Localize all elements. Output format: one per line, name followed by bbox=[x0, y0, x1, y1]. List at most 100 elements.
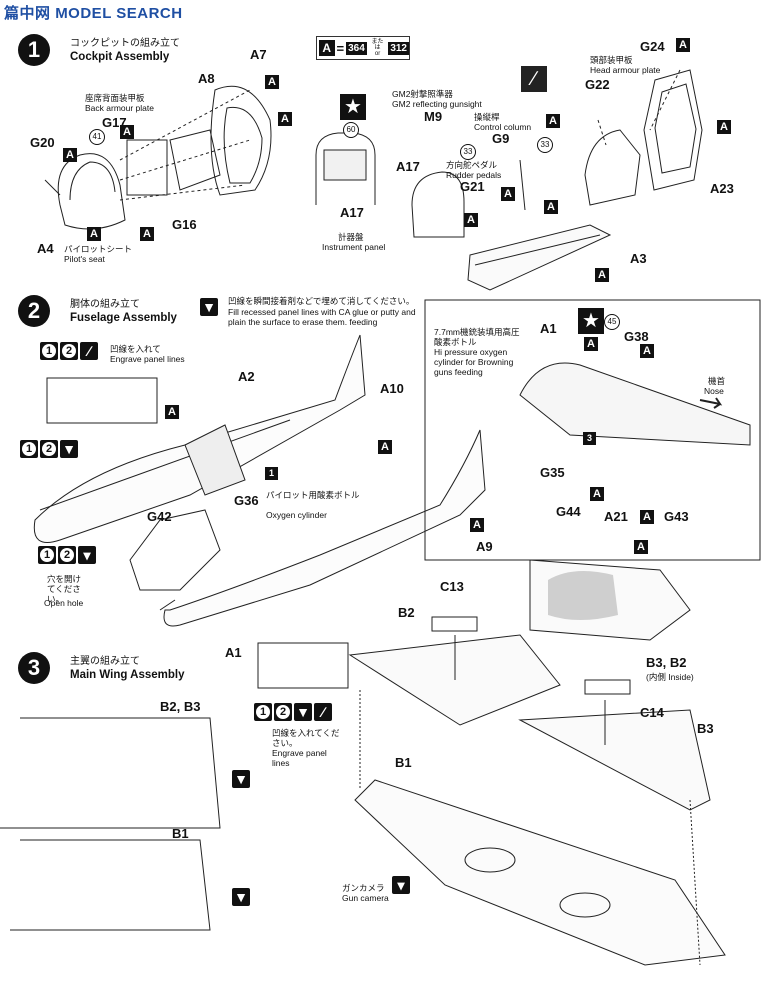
color-badge-A: A bbox=[120, 125, 134, 139]
color-badge-A: A bbox=[470, 518, 484, 532]
control-jp: 操縦桿 bbox=[474, 112, 500, 122]
color-ref-41: 41 bbox=[89, 129, 105, 145]
rudder-en: Rudder pedals bbox=[446, 170, 502, 180]
part-B2-B3-left: B2, B3 bbox=[160, 699, 201, 714]
step-icons-engrave: 1 2 ∕ bbox=[40, 342, 98, 360]
part-G44: G44 bbox=[556, 504, 581, 519]
seat-jp: パイロットシート bbox=[64, 244, 133, 254]
legend-letter: A bbox=[319, 40, 335, 56]
part-B1: B1 bbox=[395, 755, 412, 770]
part-A9: A9 bbox=[476, 539, 493, 554]
step-number-1: 1 bbox=[18, 34, 50, 66]
color-badge-A: A bbox=[584, 337, 598, 351]
color-badge-A: A bbox=[544, 200, 558, 214]
part-A17-left: A17 bbox=[396, 159, 420, 174]
paint-icon: ∕ bbox=[521, 66, 547, 92]
part-G22: G22 bbox=[585, 77, 610, 92]
gun-camera-jp: ガンカメラ bbox=[342, 883, 385, 893]
nose-jp: 機首 bbox=[708, 376, 726, 386]
legend-value-1: 364 bbox=[346, 41, 367, 55]
color-badge-A: A bbox=[590, 487, 604, 501]
color-badge-A: A bbox=[140, 227, 154, 241]
engrave-en: Engrave panel lines bbox=[110, 354, 185, 364]
part-G24: G24 bbox=[640, 39, 665, 54]
part-G16: G16 bbox=[172, 217, 197, 232]
engrave2-en: Engrave panel lines bbox=[272, 748, 327, 768]
step2-title-jp: 胴体の組み立て bbox=[70, 299, 140, 310]
color-badge-A: A bbox=[634, 540, 648, 554]
step-icons-hole: 1 2 ▾ bbox=[38, 546, 96, 564]
step-icons-fill: 1 2 ▼ bbox=[20, 440, 78, 458]
oxygen-en: Oxygen cylinder bbox=[266, 510, 327, 520]
part-B3-B2-right: B3, B2 bbox=[646, 655, 687, 670]
control-en: Control column bbox=[474, 122, 532, 132]
part-G43: G43 bbox=[664, 509, 689, 524]
part-A7: A7 bbox=[250, 47, 267, 62]
color-badge-A: A bbox=[676, 38, 690, 52]
gun-camera-en: Gun camera bbox=[342, 893, 389, 903]
step1-title-jp: コックピットの組み立て bbox=[70, 38, 180, 49]
part-A1-main: A1 bbox=[225, 645, 242, 660]
engrave-jp: 凹線を入れて bbox=[110, 344, 161, 354]
step2-title-en: Fuselage Assembly bbox=[70, 312, 177, 324]
color-ref-33a: 33 bbox=[460, 144, 476, 160]
fill-recess-icon: ▼ bbox=[200, 298, 218, 316]
engrave2-jp: 凹線を入れてください。 bbox=[272, 728, 340, 748]
step-number-2: 2 bbox=[18, 295, 50, 327]
part-A3: A3 bbox=[630, 251, 647, 266]
color-badge-A: A bbox=[378, 440, 392, 454]
fill-note-en: Fill recessed panel lines with CA glue o… bbox=[228, 307, 416, 327]
color-ref-60: 60 bbox=[343, 122, 359, 138]
step3-title-jp: 主翼の組み立て bbox=[70, 656, 140, 667]
part-G38: G38 bbox=[624, 329, 649, 344]
color-badge-A: A bbox=[278, 112, 292, 126]
watermark-logo: 篇中网 MODEL SEARCH bbox=[4, 5, 183, 22]
part-C13: C13 bbox=[440, 579, 464, 594]
panel-en: Instrument panel bbox=[322, 242, 386, 252]
part-G35: G35 bbox=[540, 465, 565, 480]
part-B3: B3 bbox=[697, 721, 714, 736]
color-badge-A: A bbox=[501, 187, 515, 201]
step-icons-engrave-2: 1 2 ▼ ∕ bbox=[254, 703, 332, 721]
gunsight-jp: GM2射撃照準器 bbox=[392, 89, 453, 99]
ref-box-3: 3 bbox=[583, 432, 596, 445]
part-A21: A21 bbox=[604, 509, 628, 524]
legend-equals: = bbox=[336, 40, 345, 56]
hole-en: Open hole bbox=[44, 598, 84, 608]
part-B1-left: B1 bbox=[172, 826, 189, 841]
color-badge-A: A bbox=[464, 213, 478, 227]
part-A4: A4 bbox=[37, 241, 54, 256]
color-badge-A: A bbox=[640, 510, 654, 524]
color-badge-A: A bbox=[640, 344, 654, 358]
fill-recess-icon: ▼ bbox=[232, 888, 250, 906]
color-badge-A: A bbox=[717, 120, 731, 134]
color-badge-A: A bbox=[87, 227, 101, 241]
part-G36: G36 bbox=[234, 493, 259, 508]
color-ref-45: 45 bbox=[604, 314, 620, 330]
oxygen-jp: パイロット用酸素ボトル bbox=[266, 490, 360, 500]
hole-icon: ▾ bbox=[392, 876, 410, 894]
back-plate-jp: 座席背面装甲板 bbox=[85, 93, 145, 103]
part-A1-inset: A1 bbox=[540, 321, 557, 336]
part-A8: A8 bbox=[198, 71, 215, 86]
part-G42: G42 bbox=[147, 509, 172, 524]
head-armour-jp: 頭部装甲板 bbox=[590, 55, 633, 65]
part-G21: G21 bbox=[460, 179, 485, 194]
rudder-jp: 方向舵ペダル bbox=[446, 160, 498, 170]
part-A2: A2 bbox=[238, 369, 255, 384]
part-A10: A10 bbox=[380, 381, 404, 396]
color-badge-A: A bbox=[63, 148, 77, 162]
color-badge-A: A bbox=[546, 114, 560, 128]
ref-box-1: 1 bbox=[265, 467, 278, 480]
inside-label: (内側 Inside) bbox=[646, 672, 694, 682]
inset-jp: 7.7mm機銃装填用高圧酸素ボトル bbox=[434, 327, 520, 347]
star-icon: ★ bbox=[578, 308, 604, 334]
color-badge-A: A bbox=[265, 75, 279, 89]
step3-title-en: Main Wing Assembly bbox=[70, 669, 185, 681]
nose-en: Nose bbox=[704, 386, 724, 396]
part-M9: M9 bbox=[424, 109, 443, 124]
part-C14: C14 bbox=[640, 705, 664, 720]
